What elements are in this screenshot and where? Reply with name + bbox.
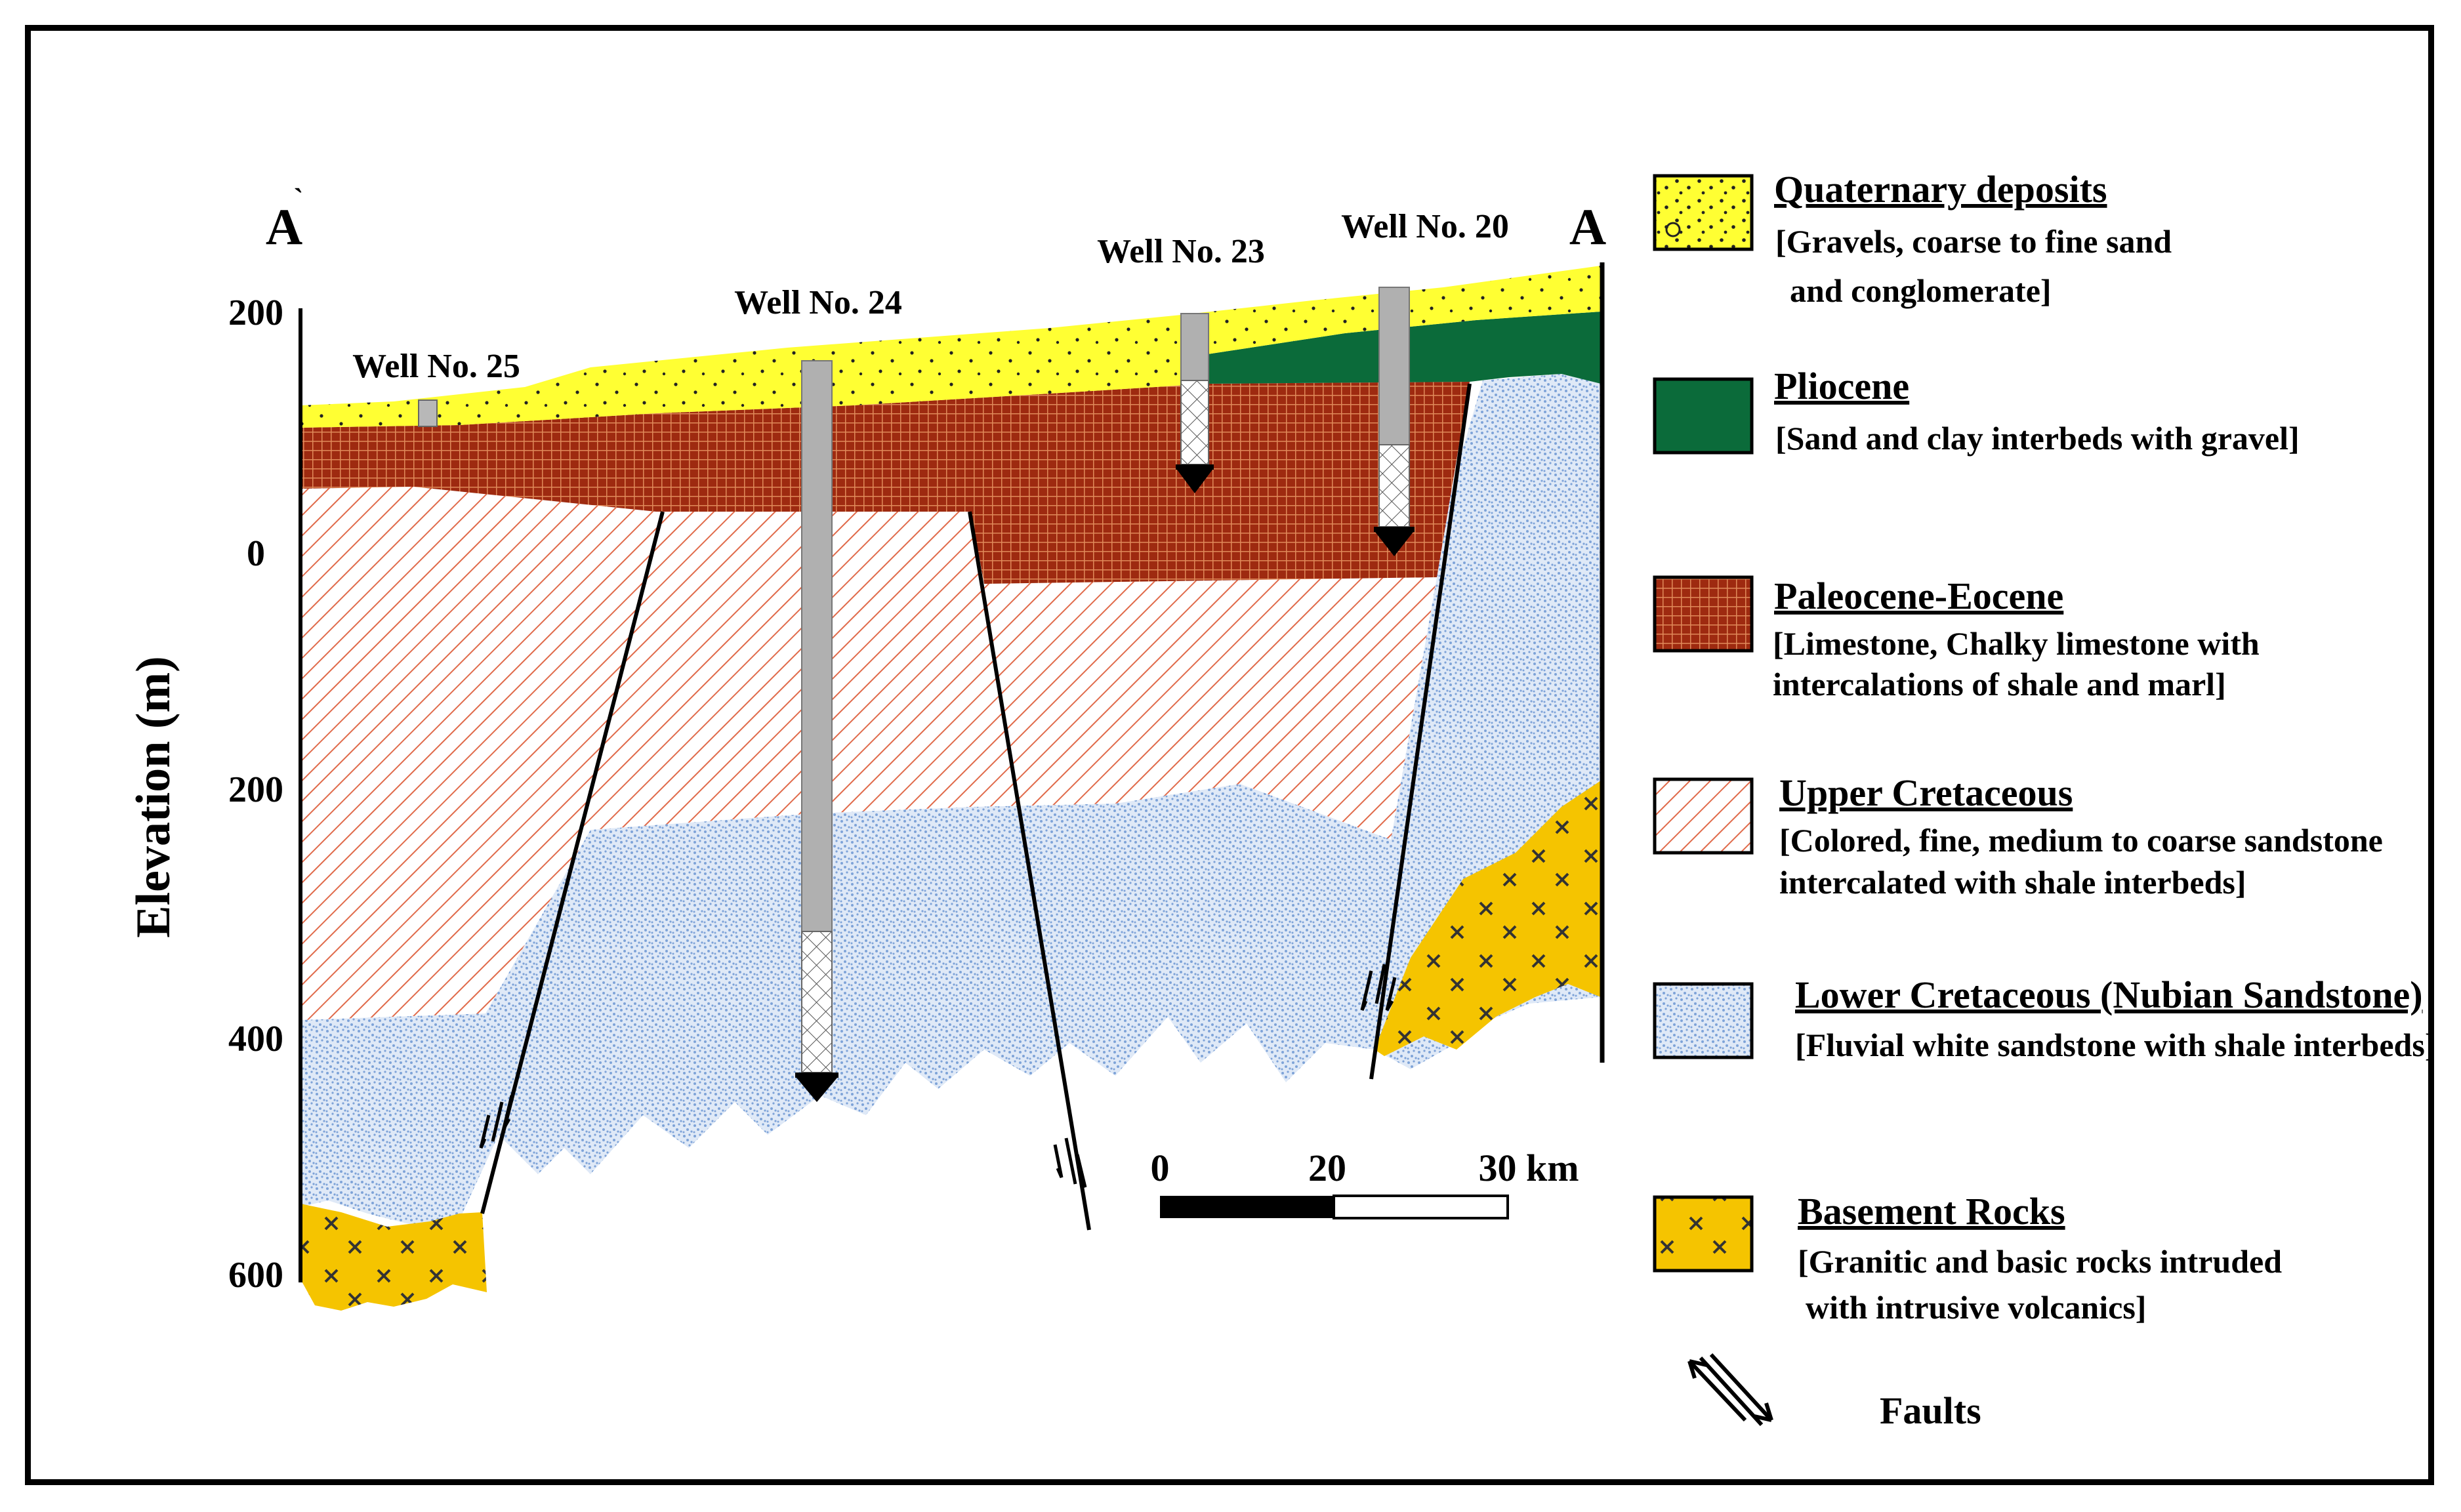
legend-desc: [Granitic and basic rocks intruded bbox=[1798, 1243, 2282, 1280]
lower-cretaceous-unit bbox=[300, 371, 1601, 1227]
legend-desc: with intrusive volcanics] bbox=[1806, 1289, 2146, 1326]
legend-desc: intercalations of shale and marl] bbox=[1773, 666, 2226, 703]
y-tick-label: 0 bbox=[247, 533, 265, 574]
scale-bar: 0 20 30 km bbox=[1151, 1147, 1579, 1219]
y-axis-title: Elevation (m) bbox=[127, 656, 180, 938]
legend-fault-label: Faults bbox=[1880, 1389, 1981, 1432]
legend-swatch-basement bbox=[1653, 1195, 1754, 1273]
legend-swatch-pliocene bbox=[1653, 377, 1754, 455]
legend-fault-icon bbox=[1687, 1353, 1773, 1427]
well-20-label: Well No. 20 bbox=[1341, 208, 1509, 245]
fault-line bbox=[968, 511, 1091, 1231]
section-start-prime: ` bbox=[294, 183, 304, 215]
fault-line bbox=[1369, 383, 1472, 1080]
fault-arrow-icon bbox=[1053, 1137, 1087, 1188]
legend-title: Upper Cretaceous bbox=[1779, 771, 2073, 814]
legend-desc: [Sand and clay interbeds with gravel] bbox=[1775, 420, 2300, 457]
quaternary-unit bbox=[300, 266, 1601, 428]
legend-desc: intercalated with shale interbeds] bbox=[1779, 864, 2246, 901]
well-20-bore bbox=[1374, 287, 1415, 556]
legend-desc: and conglomerate] bbox=[1790, 272, 2052, 309]
y-tick-label: 200 bbox=[228, 293, 283, 333]
scale-bar-tick-label: 20 bbox=[1308, 1147, 1346, 1189]
well-23-bore bbox=[1176, 313, 1214, 493]
well-25-marker bbox=[418, 399, 438, 427]
y-tick-label: 200 bbox=[228, 769, 283, 810]
figure-frame bbox=[25, 25, 2434, 1485]
section-start-marker: A bbox=[266, 198, 302, 255]
scale-bar-tick-label: 30 km bbox=[1478, 1147, 1579, 1189]
legend-desc: [Fluvial white sandstone with shale inte… bbox=[1795, 1027, 2435, 1063]
upper-cretaceous-unit bbox=[300, 487, 1437, 1020]
legend-swatch-quaternary bbox=[1653, 174, 1754, 251]
legend-desc: [Colored, fine, medium to coarse sandsto… bbox=[1779, 822, 2383, 859]
basement-rocks-right bbox=[1375, 781, 1601, 1056]
legend-title: Pliocene bbox=[1774, 365, 1909, 407]
legend-title: Basement Rocks bbox=[1798, 1190, 2065, 1233]
well-24-label: Well No. 24 bbox=[734, 284, 902, 321]
legend-title: Lower Cretaceous (Nubian Sandstone) bbox=[1795, 973, 2423, 1016]
well-23-label: Well No. 23 bbox=[1097, 233, 1265, 270]
y-tick-label: 600 bbox=[228, 1255, 283, 1296]
y-tick-label: 400 bbox=[228, 1019, 283, 1059]
legend-title: Paleocene-Eocene bbox=[1774, 575, 2063, 617]
basement-rocks-left bbox=[300, 1204, 487, 1311]
fault-arrow-icon bbox=[479, 1095, 514, 1149]
fault-arrow-icon bbox=[1360, 964, 1397, 1011]
legend-swatch-lower-cretaceous bbox=[1653, 982, 1754, 1059]
legend-desc: [Gravels, coarse to fine sand bbox=[1775, 223, 2172, 260]
legend-title: Quaternary deposits bbox=[1774, 168, 2107, 211]
section-end-marker: A bbox=[1569, 198, 1606, 255]
legend-desc: [Limestone, Chalky limestone with bbox=[1773, 625, 2260, 662]
scale-bar-tick-label: 0 bbox=[1151, 1147, 1170, 1189]
legend-swatch-paleocene bbox=[1653, 575, 1754, 653]
well-24-bore bbox=[795, 360, 838, 1102]
paleocene-eocene-unit bbox=[300, 382, 1470, 584]
legend: Quaternary deposits [Gravels, coarse to … bbox=[1653, 168, 2435, 1432]
well-25-label: Well No. 25 bbox=[352, 348, 520, 385]
legend-swatch-upper-cretaceous bbox=[1653, 777, 1754, 855]
